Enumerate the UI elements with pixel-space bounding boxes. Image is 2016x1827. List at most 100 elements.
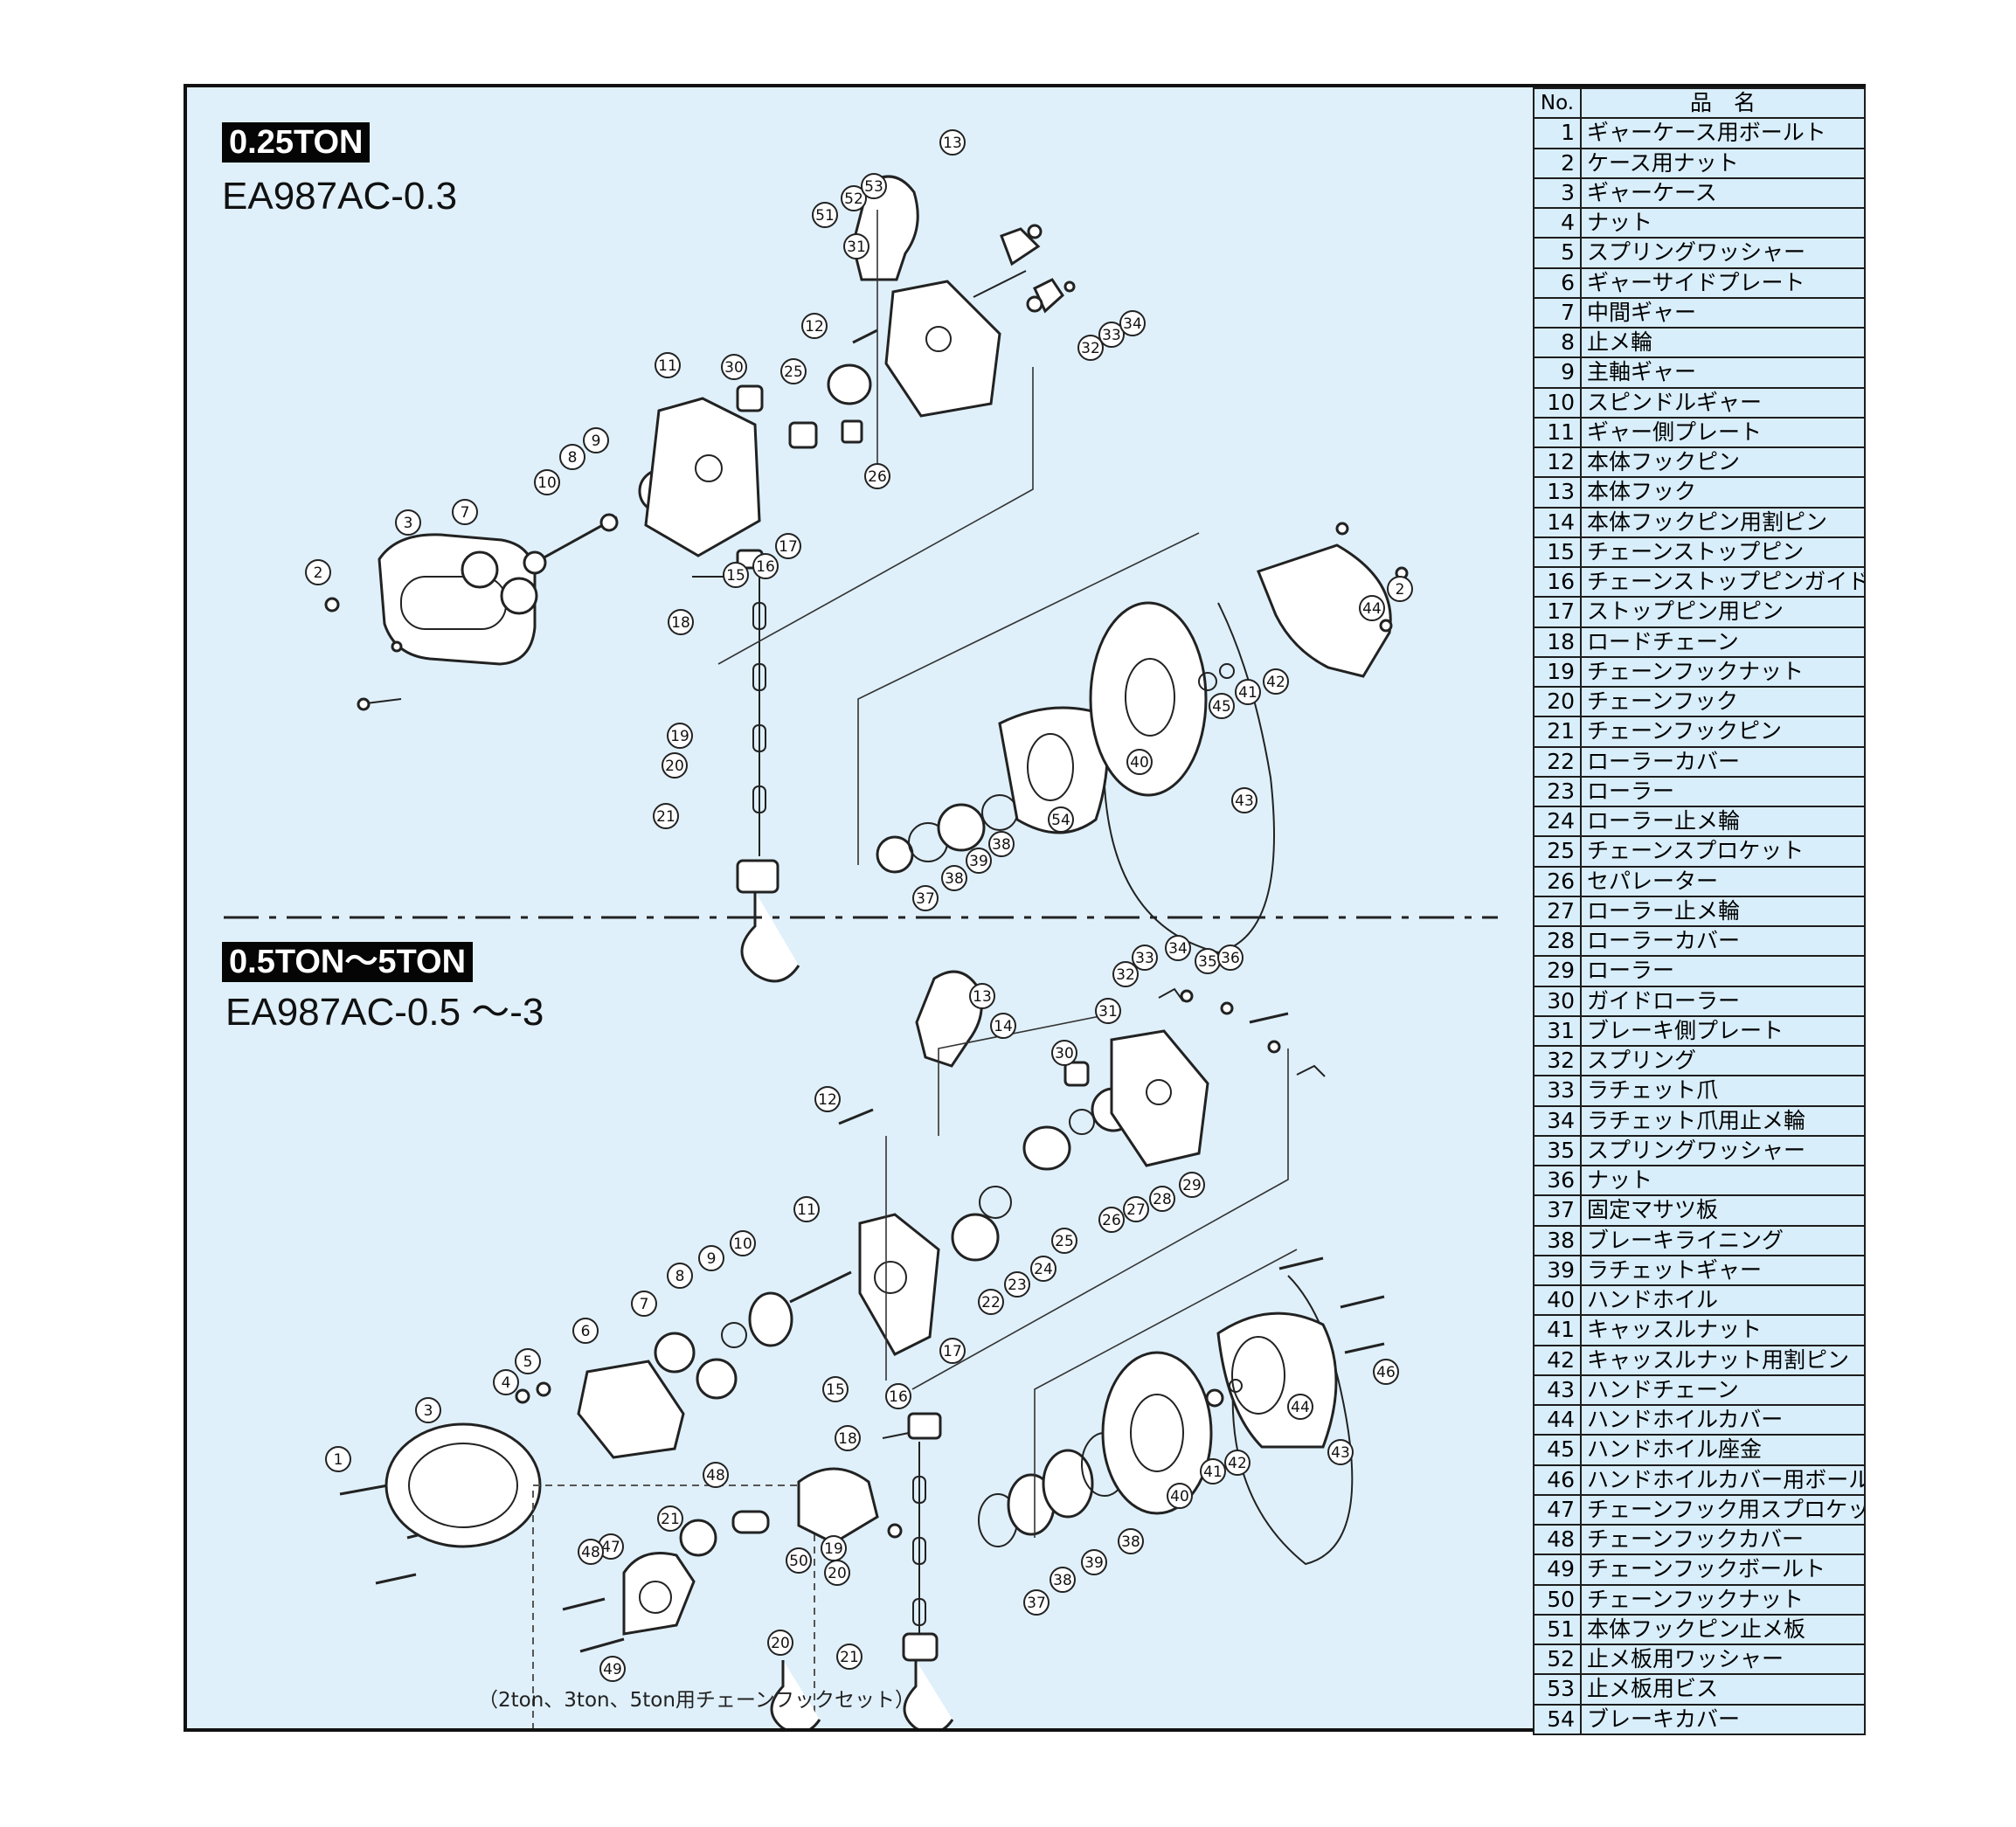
part-name: ギャー側プレート [1580, 416, 1866, 449]
svg-text:10: 10 [537, 474, 557, 492]
part-name: キャッスルナット用割ピン [1580, 1344, 1866, 1376]
svg-text:50: 50 [789, 1553, 808, 1570]
callout-bottom-6: 6 [572, 1318, 599, 1344]
part-number: 26 [1533, 865, 1582, 897]
svg-text:21: 21 [661, 1511, 680, 1528]
svg-text:45: 45 [1212, 698, 1231, 716]
svg-text:30: 30 [1055, 1045, 1074, 1062]
part-number: 30 [1533, 985, 1582, 1017]
intermediate-gear-part [461, 550, 499, 589]
part-number: 33 [1533, 1075, 1582, 1107]
svg-text:49: 49 [603, 1661, 622, 1678]
part-name: チェーンフックボールト [1580, 1554, 1866, 1586]
callout-bottom-49: 49 [599, 1656, 626, 1682]
part-name: ギャーケース用ボールト [1580, 117, 1866, 149]
callout-top-20: 20 [662, 752, 688, 779]
part-number: 1 [1533, 117, 1582, 149]
part-number: 38 [1533, 1224, 1582, 1256]
part-name: チェーンフックナット [1580, 655, 1866, 689]
svg-text:1: 1 [334, 1451, 343, 1469]
part-name: ブレーキ側プレート [1580, 1014, 1866, 1048]
gear-side-plate-part [644, 397, 761, 557]
svg-text:43: 43 [1235, 792, 1254, 810]
hand-wheel-cover-part [1257, 543, 1392, 678]
callout-bottom-14: 14 [990, 1013, 1016, 1039]
svg-text:6: 6 [581, 1323, 591, 1340]
callout-bottom-39: 39 [1081, 1549, 1107, 1575]
part-name: ブレーキカバー [1580, 1703, 1866, 1735]
callout-top-40: 40 [1126, 749, 1153, 775]
svg-text:13: 13 [943, 135, 962, 152]
svg-text:31: 31 [1098, 1003, 1118, 1021]
part-number: 41 [1533, 1314, 1582, 1346]
part-number: 15 [1533, 536, 1582, 569]
svg-text:17: 17 [943, 1343, 962, 1360]
svg-text:38: 38 [1121, 1533, 1140, 1551]
part-name: 止メ板用ワッシャー [1580, 1643, 1866, 1676]
svg-text:9: 9 [707, 1250, 717, 1268]
part-name: ハンドホイル [1580, 1284, 1866, 1317]
svg-text:18: 18 [671, 614, 690, 632]
svg-text:5: 5 [523, 1353, 533, 1371]
part-name: 本体フック [1580, 476, 1866, 509]
part-number: 3 [1533, 176, 1582, 210]
svg-text:40: 40 [1130, 754, 1149, 772]
svg-text:38: 38 [1053, 1572, 1072, 1589]
part-number: 49 [1533, 1554, 1582, 1586]
svg-text:25: 25 [784, 363, 803, 381]
chain-sprocket-part [827, 363, 872, 405]
part-number: 47 [1533, 1493, 1582, 1526]
callout-bottom-17: 17 [939, 1338, 966, 1364]
callout-top-21: 21 [653, 803, 679, 829]
svg-text:23: 23 [1008, 1277, 1027, 1294]
part-number: 21 [1533, 716, 1582, 748]
svg-text:48: 48 [706, 1467, 725, 1484]
svg-text:44: 44 [1362, 600, 1382, 618]
gear-side-plate-part-bottom [577, 1360, 685, 1459]
part-number: 13 [1533, 476, 1582, 509]
svg-text:35: 35 [1198, 953, 1217, 971]
part-number: 46 [1533, 1464, 1582, 1496]
callout-bottom-42: 42 [1224, 1450, 1250, 1476]
svg-text:38: 38 [945, 870, 964, 888]
callout-bottom-23: 23 [1004, 1271, 1030, 1298]
part-name: チェーンフック [1580, 685, 1866, 718]
part-number: 11 [1533, 416, 1582, 449]
part-number: 36 [1533, 1164, 1582, 1197]
callout-bottom-38: 38 [1050, 1567, 1076, 1593]
callout-bottom-10: 10 [730, 1230, 756, 1256]
part-name: チェーンフックピン [1580, 716, 1866, 748]
callout-bottom-9: 9 [698, 1245, 724, 1271]
part-name: 止メ板用ビス [1580, 1673, 1866, 1706]
svg-text:24: 24 [1034, 1261, 1053, 1278]
top-exploded-assembly [324, 175, 1409, 983]
callout-bottom-18: 18 [835, 1425, 861, 1451]
svg-text:20: 20 [828, 1565, 847, 1582]
svg-text:37: 37 [1027, 1595, 1046, 1612]
svg-text:19: 19 [824, 1540, 843, 1558]
callout-top-52: 52 [841, 185, 867, 211]
svg-text:38: 38 [992, 836, 1011, 854]
callout-top-45: 45 [1209, 693, 1235, 719]
callout-bottom-8: 8 [667, 1263, 693, 1289]
callout-bottom-1: 1 [325, 1446, 351, 1472]
svg-text:30: 30 [724, 359, 744, 377]
callout-bottom-37: 37 [1023, 1589, 1050, 1616]
part-name: ガイドローラー [1580, 985, 1866, 1017]
callout-top-19: 19 [667, 723, 693, 749]
